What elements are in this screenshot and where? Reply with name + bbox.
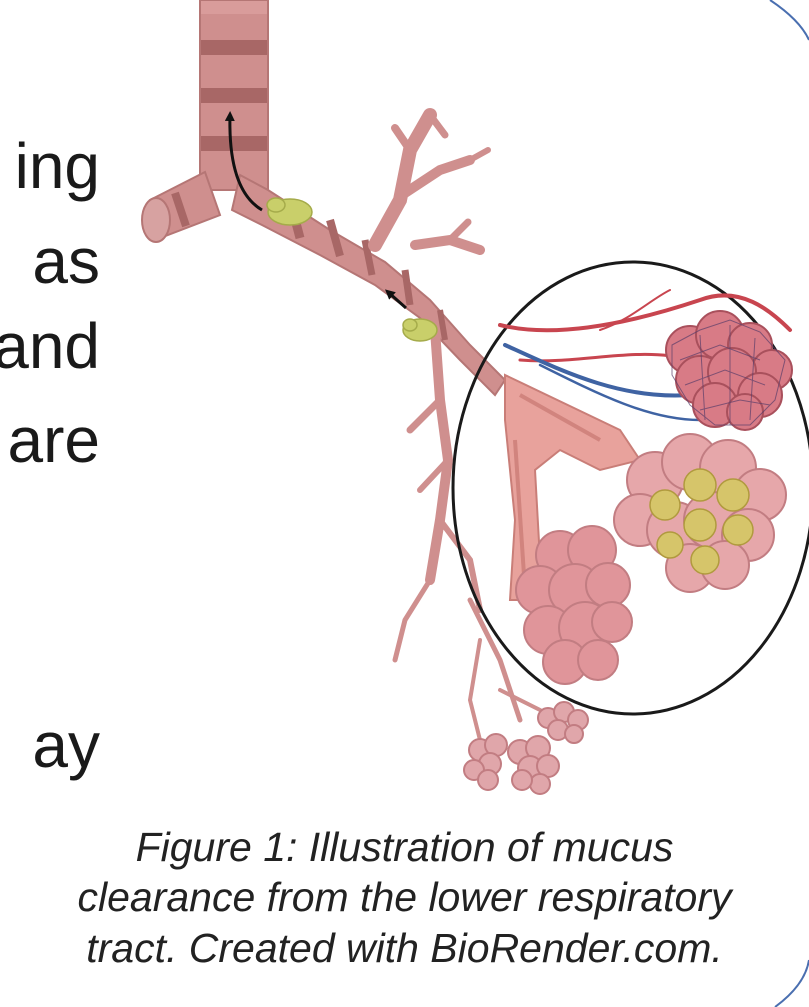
alveolar-sac-middle — [614, 434, 786, 592]
caption-line: tract. Created with BioRender.com. — [0, 923, 809, 973]
caption-line: Figure 1: Illustration of mucus — [0, 822, 809, 872]
alveolar-sac-upper — [666, 311, 792, 430]
small-alveoli-clusters — [464, 702, 588, 794]
figure-caption: Figure 1: Illustration of mucus clearanc… — [0, 822, 809, 973]
caption-line: clearance from the lower respiratory — [0, 872, 809, 922]
left-bronchus — [142, 172, 220, 242]
frame-corner-top — [770, 0, 809, 40]
